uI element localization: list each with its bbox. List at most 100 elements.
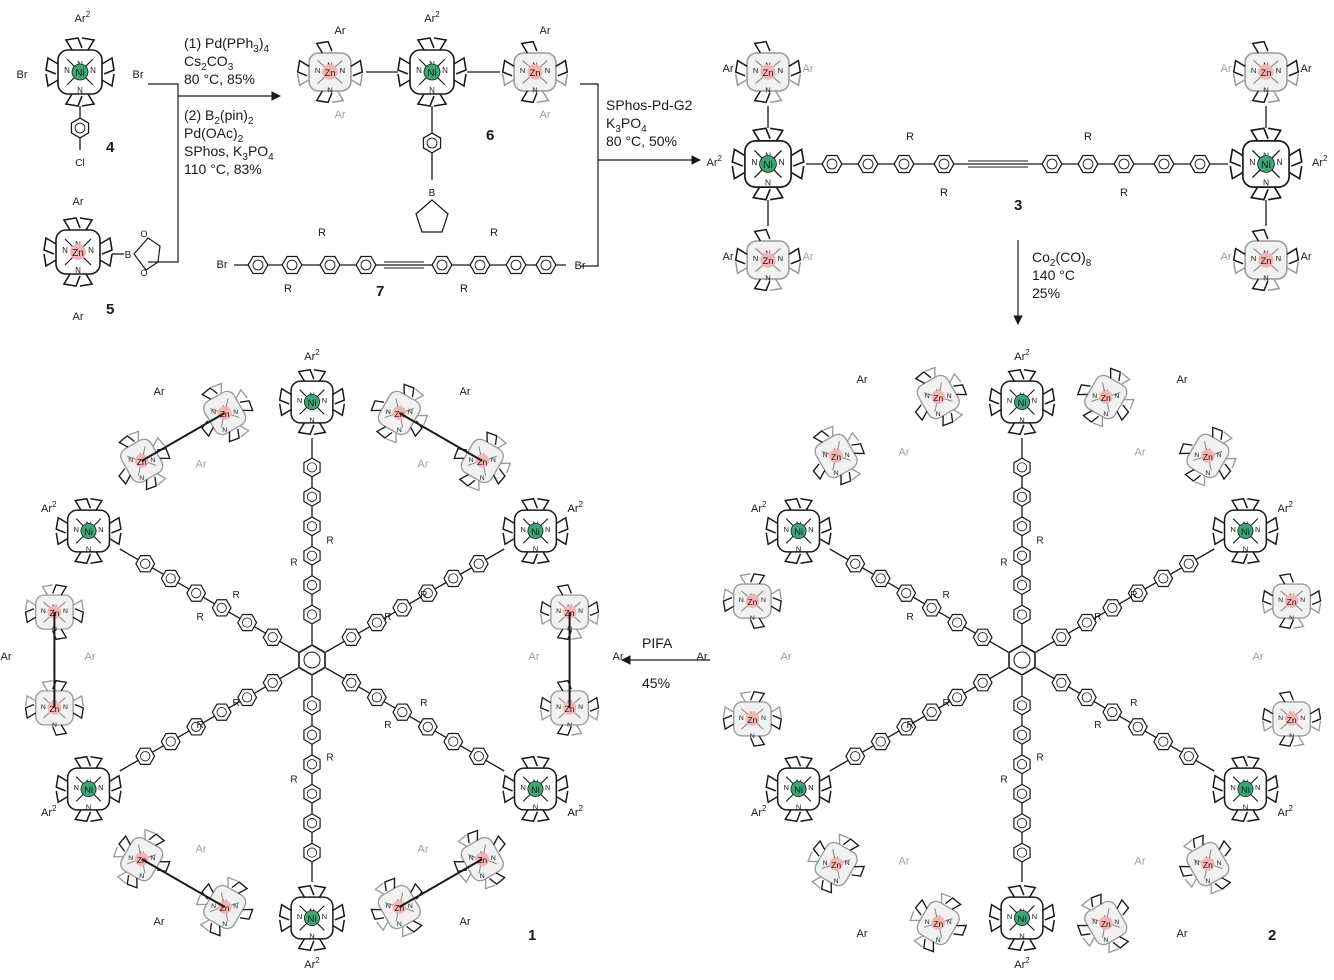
svg-text:140 °C: 140 °C <box>1032 267 1075 283</box>
nitrogen-label: N <box>1205 470 1210 477</box>
svg-text:Ni: Ni <box>84 527 93 538</box>
nitrogen-label: N <box>1289 615 1294 622</box>
r-substituent: R <box>326 752 333 763</box>
nitrogen-label: N <box>52 722 57 729</box>
nitrogen-label: N <box>1277 157 1283 167</box>
r-substituent: R <box>943 698 950 709</box>
phenylene-ring <box>443 569 464 588</box>
nitrogen-label: N <box>936 411 941 418</box>
phenylene-ring <box>355 255 377 275</box>
phenylene-ring <box>341 628 362 646</box>
arrow-step1 <box>148 83 281 263</box>
aryl-substituent: Ar <box>1135 447 1146 459</box>
chloro-substituent: Cl <box>75 158 84 169</box>
ar2-substituent: Ar2 <box>1014 956 1030 971</box>
nitrogen-label: N <box>491 855 496 862</box>
svg-text:Zn: Zn <box>747 715 757 725</box>
nitrogen-label: N <box>925 393 930 400</box>
phenylene-ring <box>303 516 321 537</box>
nitrogen-label: N <box>150 457 155 464</box>
phenylene-ring <box>1178 747 1199 765</box>
nitrogen-label: N <box>783 525 788 534</box>
nitrogen-label: N <box>578 608 583 615</box>
svg-text:Ni: Ni <box>1241 527 1250 538</box>
r-substituent: R <box>290 558 297 569</box>
phenylene-ring <box>1051 628 1072 646</box>
bond <box>398 858 483 908</box>
aryl-substituent: Ar <box>418 459 429 471</box>
phenylene-ring <box>431 255 453 275</box>
nitrogen-label: N <box>98 783 103 792</box>
svg-text:Zn: Zn <box>1203 452 1213 462</box>
arrow-step2 <box>580 83 701 267</box>
nitrogen-label: N <box>1276 66 1281 75</box>
aryl-substituent: Ar <box>1 651 12 663</box>
phenylene-ring <box>303 457 321 478</box>
zinc-center: Zn <box>527 64 543 80</box>
svg-text:Zn: Zn <box>565 704 575 714</box>
aryl-substituent: Ar <box>196 843 207 855</box>
svg-text:Zn: Zn <box>762 256 773 267</box>
nitrogen-label: N <box>765 273 770 282</box>
phenylene-ring <box>1013 516 1031 537</box>
r-substituent: R <box>197 720 204 731</box>
nitrogen-label: N <box>947 393 952 400</box>
nitrogen-label: N <box>1205 878 1210 885</box>
aryl-substituent: Ar <box>1177 374 1188 386</box>
ar2-substituent: Ar2 <box>568 500 584 515</box>
r-substituent: R <box>1084 131 1092 143</box>
r-substituent: R <box>384 720 391 731</box>
nitrogen-label: N <box>73 525 78 534</box>
nitrogen-label: N <box>1289 733 1294 740</box>
aryl-substituent: Ar <box>857 928 868 940</box>
phenylene-ring <box>262 674 283 692</box>
nitrogen-label: N <box>750 733 755 740</box>
compound-label-3: 3 <box>1014 197 1022 214</box>
nitrogen-label: N <box>1300 715 1305 722</box>
svg-text:Ni: Ni <box>1018 914 1027 925</box>
nitrogen-label: N <box>1263 85 1268 94</box>
nitrogen-label: N <box>1194 860 1199 867</box>
aryl-substituent: Ar <box>418 843 429 855</box>
phenylene-ring <box>933 154 955 174</box>
r-substituent: R <box>197 612 204 623</box>
phenylene-ring <box>1013 695 1031 716</box>
nitrogen-label: N <box>1251 254 1256 263</box>
phenylene-ring <box>845 555 866 573</box>
phenylene-ring <box>1013 486 1031 507</box>
phenylene-ring <box>237 688 258 707</box>
nitrogen-label: N <box>327 85 332 94</box>
phenylene-ring <box>303 575 321 596</box>
phenylene-ring <box>535 255 557 275</box>
nickel-center: Ni <box>1014 393 1031 410</box>
central-benzene-ring <box>1013 651 1031 669</box>
zinc-center: Zn <box>475 454 490 468</box>
phenylene-ring <box>341 674 362 692</box>
nitrogen-label: N <box>1255 783 1260 792</box>
bond <box>141 412 226 462</box>
svg-text:Cs2CO3: Cs2CO3 <box>184 53 234 73</box>
nitrogen-label: N <box>297 396 302 405</box>
r-substituent: R <box>420 698 427 709</box>
svg-text:Zn: Zn <box>324 68 335 79</box>
nickel-center: Ni <box>1237 781 1254 798</box>
r-substituent: R <box>490 227 498 239</box>
zinc-center: Zn <box>475 852 490 866</box>
svg-text:Zn: Zn <box>762 68 773 79</box>
nitrogen-label: N <box>397 427 402 434</box>
aryl-substituent: Ar <box>1253 651 1264 663</box>
nitrogen-label: N <box>845 452 850 459</box>
svg-text:Ni: Ni <box>531 527 540 538</box>
aryl-substituent: Ar <box>697 651 708 663</box>
central-benzene <box>298 644 326 676</box>
phenylene-ring <box>468 555 489 573</box>
zinc-center: Zn <box>1284 594 1299 608</box>
nitrogen-label: N <box>834 470 839 477</box>
phenylene-ring <box>160 569 181 588</box>
zinc-center: Zn <box>745 712 760 726</box>
nitrogen-label: N <box>340 66 345 75</box>
bromo-substituent: Br <box>217 259 228 271</box>
phenylene-ring <box>303 813 321 834</box>
